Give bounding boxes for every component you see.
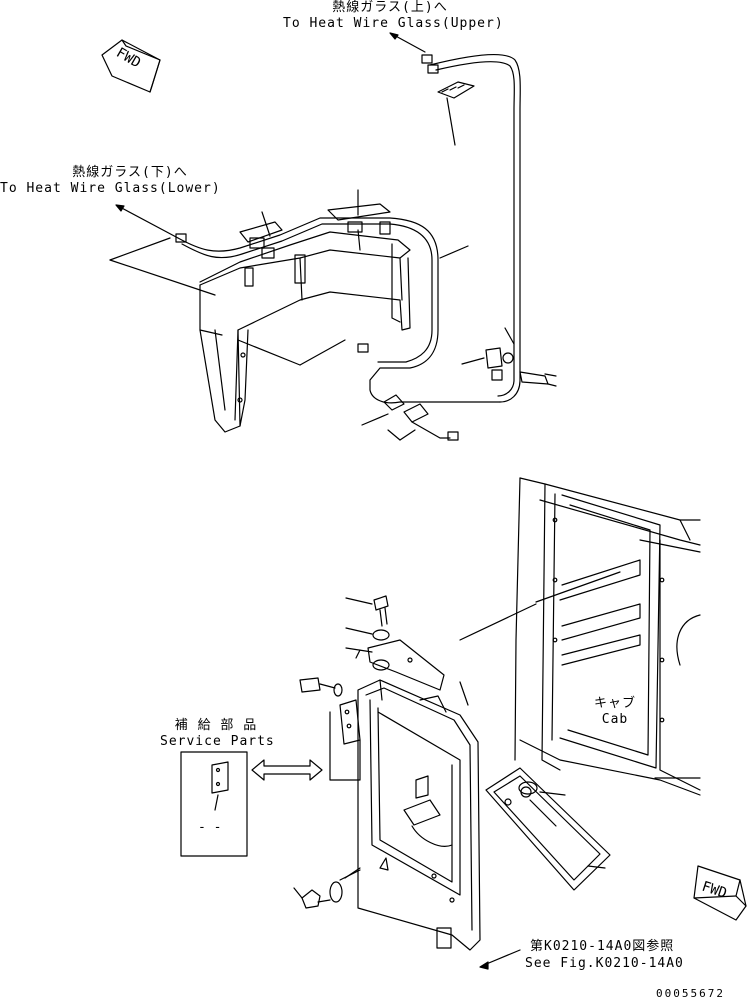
door-bottom-parts: [293, 867, 361, 909]
cab-label-en: Cab: [601, 712, 629, 727]
fwd-label-bottom: FWD: [700, 879, 729, 902]
fwd-arrow-icon-top: [101, 39, 161, 93]
service-parts-label-en: Service Parts: [160, 734, 275, 749]
cab-structure: [459, 477, 701, 796]
wire-harness-upper: [421, 53, 521, 403]
service-parts-box: [180, 751, 248, 857]
lower-glass-label-jp: 熱線ガラス(下)へ: [72, 165, 188, 180]
leader-lower-glass: [115, 204, 179, 239]
side-panel: [485, 767, 611, 891]
cab-door: [357, 679, 481, 951]
leader-lines-upper: [109, 189, 515, 441]
drawing-number: 00055672: [656, 987, 725, 1000]
see-fig-label-jp: 第K0210-14A0図参照: [530, 939, 675, 954]
leader-upper-glass: [389, 32, 426, 53]
service-parts-label-jp: 補 給 部 品: [174, 718, 258, 733]
upper-glass-label-en: To Heat Wire Glass(Upper): [283, 16, 504, 31]
door-top-parts: [345, 595, 469, 706]
reference-arrow: [479, 949, 521, 970]
fwd-arrow-icon-bottom: [693, 865, 747, 921]
cab-frame-upper: [199, 231, 411, 433]
see-fig-label-en: See Fig.K0210-14A0: [525, 956, 684, 971]
service-parts-dashes: - -: [198, 820, 222, 835]
hinge-parts: [299, 677, 361, 781]
upper-glass-label-jp: 熱線ガラス(上)へ: [332, 0, 448, 15]
cab-label-jp: キャブ: [593, 696, 636, 711]
double-arrow-icon: [251, 759, 323, 781]
lower-glass-label-en: To Heat Wire Glass(Lower): [0, 181, 221, 196]
wire-harness-lower: [175, 203, 557, 441]
